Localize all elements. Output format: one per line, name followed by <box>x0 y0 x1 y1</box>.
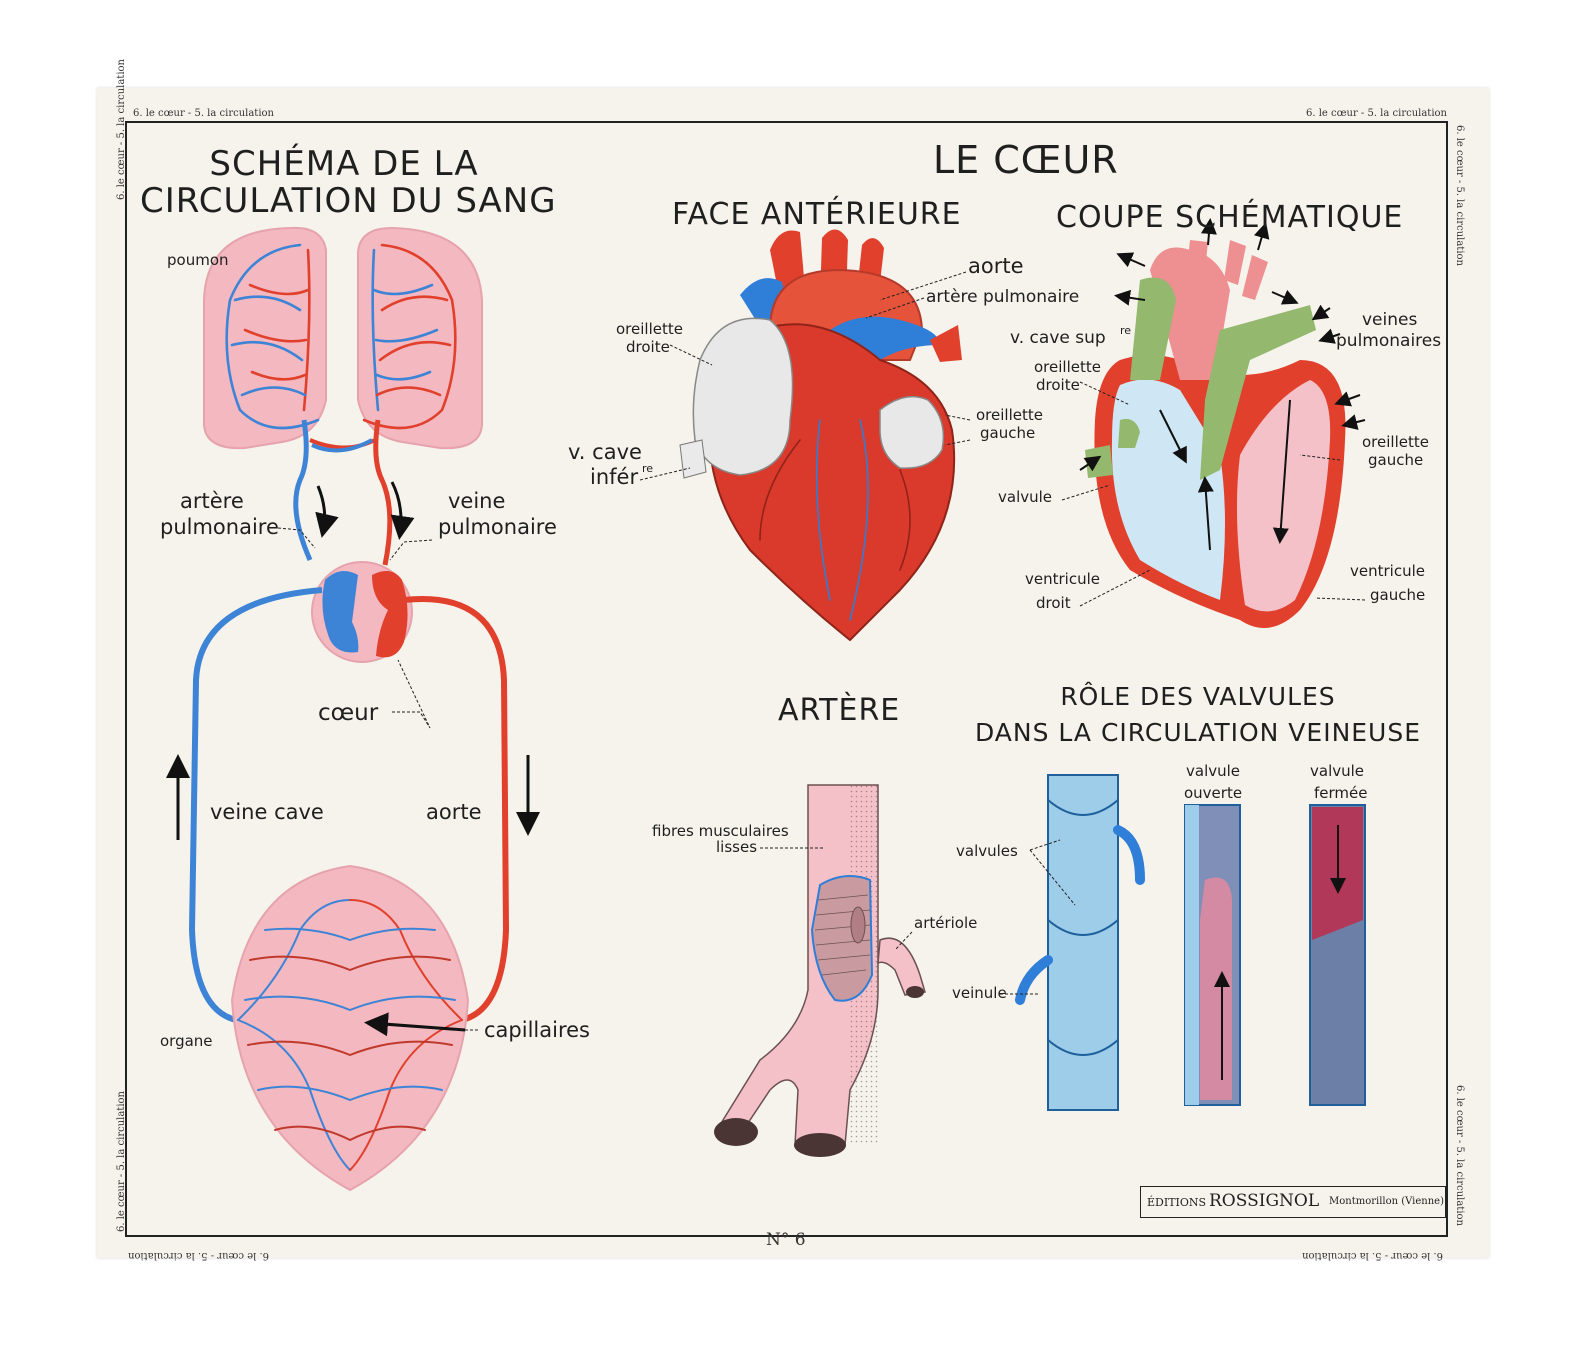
publisher-place: Montmorillon (Vienne) <box>1329 1196 1444 1207</box>
coupe-label-oreillette-droite-1: oreillette <box>1034 358 1101 376</box>
coupe-label-veines-2: pulmonaires <box>1336 331 1442 351</box>
face-label-v-cave-exp: re <box>642 462 654 475</box>
label-valvule-fermee-2: fermée <box>1314 784 1368 802</box>
label-capillaires: capillaires <box>484 1018 590 1042</box>
heart-anterior <box>639 229 971 642</box>
label-valvule-fermee-1: valvule <box>1310 762 1365 780</box>
label-poumon: poumon <box>167 251 229 269</box>
edge-caption-top-right: 6. le cœur - 5. la circulation <box>1306 108 1447 119</box>
heart-title: LE CŒUR <box>933 138 1119 182</box>
face-label-oreillette-droite-2: droite <box>626 338 670 356</box>
label-veine-cave: veine cave <box>210 800 324 824</box>
label-valvules: valvules <box>956 842 1018 860</box>
circulation-title-line2: CIRCULATION DU SANG <box>140 181 557 221</box>
poster-frame <box>125 121 1448 1237</box>
coupe-schematique-title: COUPE SCHÉMATIQUE <box>1056 200 1404 235</box>
label-artere-pulmonaire-1: artère <box>180 489 244 513</box>
edge-caption-top-left: 6. le cœur - 5. la circulation <box>133 108 274 119</box>
label-coeur: cœur <box>318 700 379 726</box>
label-veine-pulmonaire-2: pulmonaire <box>438 515 557 539</box>
artere-title: ARTÈRE <box>778 693 901 728</box>
face-label-oreillette-gauche-1: oreillette <box>976 406 1043 424</box>
circulation-diagram <box>166 226 540 1192</box>
face-label-aorte: aorte <box>968 254 1024 278</box>
coupe-label-ventricule-gauche-2: gauche <box>1370 586 1426 604</box>
label-veine-pulmonaire-1: veine <box>448 489 506 513</box>
publisher-box: ÉDITIONS ROSSIGNOL Montmorillon (Vienne) <box>1140 1186 1446 1218</box>
face-label-oreillette-droite-1: oreillette <box>616 320 683 338</box>
right-lung <box>357 226 483 450</box>
label-fibres-1: fibres musculaires <box>652 822 789 840</box>
valves-title-line1: RÔLE DES VALVULES <box>1060 682 1336 711</box>
organ-shape <box>230 864 470 1192</box>
label-arteriole: artériole <box>914 914 978 932</box>
face-label-oreillette-gauche-2: gauche <box>980 424 1036 442</box>
coupe-label-valvule: valvule <box>998 488 1053 506</box>
coupe-label-ventricule-gauche-1: ventricule <box>1350 562 1425 580</box>
label-artere-pulmonaire-2: pulmonaire <box>160 515 279 539</box>
plate-number: N° 6 <box>766 1230 806 1250</box>
heart-section <box>1061 218 1366 628</box>
face-anterieure-title: FACE ANTÉRIEURE <box>672 197 962 232</box>
circulation-title-line1: SCHÉMA DE LA <box>209 144 479 184</box>
coupe-label-oreillette-droite-2: droite <box>1036 376 1080 394</box>
label-valvule-ouverte-1: valvule <box>1186 762 1241 780</box>
label-valvule-ouverte-2: ouverte <box>1184 784 1243 802</box>
valves-title-line2: DANS LA CIRCULATION VEINEUSE <box>974 718 1422 747</box>
veins-drawing <box>1000 774 1366 1111</box>
coupe-label-v-cave-sup: v. cave sup <box>1010 328 1106 348</box>
face-label-v-cave-1: v. cave <box>568 440 642 464</box>
coupe-label-oreillette-gauche-2: gauche <box>1368 451 1424 469</box>
publisher-name: ROSSIGNOL <box>1209 1191 1320 1211</box>
label-veinule: veinule <box>952 984 1007 1002</box>
publisher-editions: ÉDITIONS <box>1147 1196 1207 1209</box>
face-label-artere-pulmonaire: artère pulmonaire <box>926 287 1080 307</box>
coupe-label-veines-1: veines <box>1362 310 1418 330</box>
label-organe: organe <box>160 1032 213 1050</box>
artery-drawing <box>714 784 926 1157</box>
coupe-label-ventricule-droit-2: droit <box>1036 594 1071 612</box>
face-label-v-cave-2: infér <box>590 465 639 489</box>
label-fibres-2: lisses <box>716 838 758 856</box>
coupe-label-ventricule-droit-1: ventricule <box>1025 570 1100 588</box>
coupe-label-oreillette-gauche-1: oreillette <box>1362 433 1429 451</box>
coupe-label-v-cave-sup-exp: re <box>1120 324 1132 337</box>
label-aorte-circulation: aorte <box>426 800 482 824</box>
